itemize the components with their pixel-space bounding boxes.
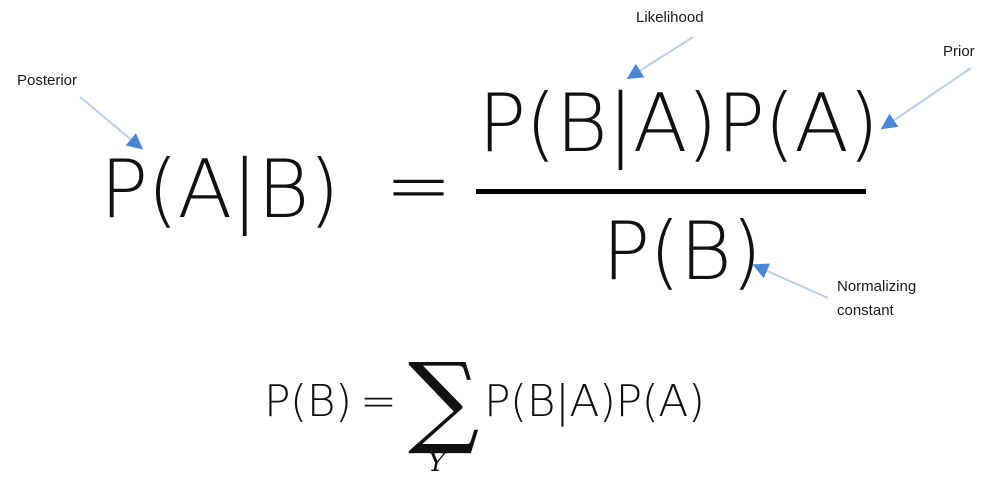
marginal-equals: = [360,376,397,427]
bayes-lhs: P(A|B) [100,143,340,236]
fraction-bar [476,189,866,194]
normalizing-arrow [752,263,829,299]
posterior-arrow [79,96,144,150]
marginal-term: P(B|A)P(A) [484,376,705,427]
normalizing-label-line1: Normalizing [837,278,917,295]
normalizing-label-line2: constant [837,302,894,319]
bayes-denominator: P(B) [602,205,762,298]
bayes-numerator: P(B|A)P(A) [478,77,879,170]
bayes-equals: = [385,139,452,232]
posterior-label: Posterior [17,72,78,89]
sum-index: Y [428,448,446,478]
sum-symbol: ∑ [408,341,480,458]
likelihood-label: Likelihood [636,9,704,26]
marginal-lhs: P(B) [264,376,352,427]
prior-arrow [880,67,972,130]
likelihood-arrow [626,36,694,80]
prior-label: Prior [943,43,975,60]
